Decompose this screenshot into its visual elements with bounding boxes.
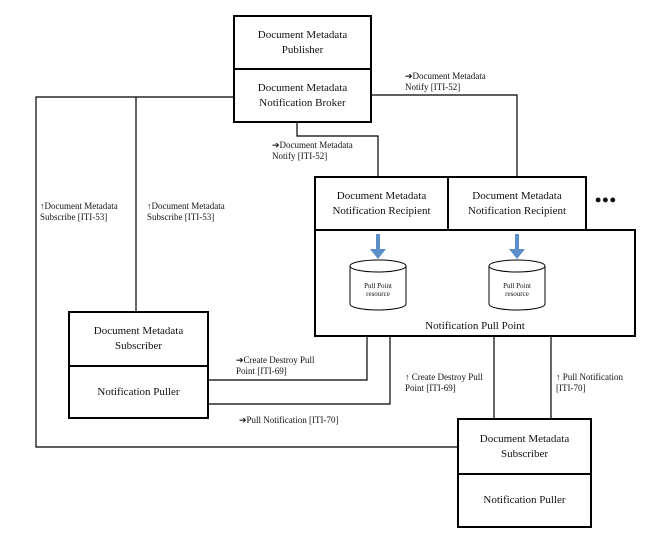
recipient-box-2: Document Metadata Notification Recipient	[447, 176, 587, 231]
broker-label: Document Metadata Notification Broker	[257, 81, 348, 109]
pull-point-title: Notification Pull Point	[425, 320, 525, 332]
create-destroy-label-right: ↑ Create Destroy Pull Point [ITI-69]	[405, 372, 483, 393]
subscribe-label-left: ↑Document Metadata Subscribe [ITI-53]	[40, 201, 118, 222]
resource-1-label: Pull Point resource	[364, 282, 392, 298]
broker-box: Document Metadata Notification Broker	[233, 68, 372, 123]
subscriber-left-box: Document Metadata Subscriber	[68, 311, 209, 367]
line-create-destroy-left	[208, 335, 368, 381]
puller-left-box: Notification Puller	[68, 365, 209, 419]
pull-notification-label-right: ↑ Pull Notification [ITI-70]	[556, 372, 623, 393]
notify-label-top: ➔Document Metadata Notify [ITI-52]	[405, 71, 486, 92]
recipient-2-label: Document Metadata Notification Recipient	[467, 189, 567, 217]
more-recipients-ellipsis: •••	[595, 190, 617, 210]
line-broker-to-recipient-1	[296, 122, 379, 177]
pull-notification-label-left: ➔Pull Notification [ITI-70]	[239, 415, 339, 425]
database-icon-2	[488, 259, 546, 311]
subscriber-left-label: Document Metadata Subscriber	[93, 325, 184, 352]
publisher-box: Document Metadata Publisher	[233, 15, 372, 70]
resource-2-label: Pull Point resource	[503, 282, 531, 298]
subscriber-right-label: Document Metadata Subscriber	[479, 432, 570, 460]
subscriber-right-box: Document Metadata Subscriber	[457, 418, 592, 475]
line-pull-notification-left	[208, 335, 391, 405]
subscribe-label-mid: ↑Document Metadata Subscribe [ITI-53]	[147, 201, 225, 222]
puller-left-label: Notification Puller	[97, 385, 180, 398]
create-destroy-label-left: ➔Create Destroy Pull Point [ITI-69]	[236, 355, 315, 376]
arrow-icon-2	[509, 234, 525, 259]
arrow-icon-1	[370, 234, 386, 259]
puller-right-label: Notification Puller	[483, 494, 566, 506]
recipient-box-1: Document Metadata Notification Recipient	[314, 176, 449, 231]
puller-right-box: Notification Puller	[457, 473, 592, 528]
notify-label-mid: ➔Document Metadata Notify [ITI-52]	[272, 140, 353, 161]
publisher-label: Document Metadata Publisher	[257, 28, 348, 56]
database-icon-1	[349, 259, 407, 311]
line-subscribe-outer	[35, 96, 458, 448]
recipient-1-label: Document Metadata Notification Recipient	[332, 189, 431, 217]
line-broker-to-recipient-2	[371, 94, 518, 177]
